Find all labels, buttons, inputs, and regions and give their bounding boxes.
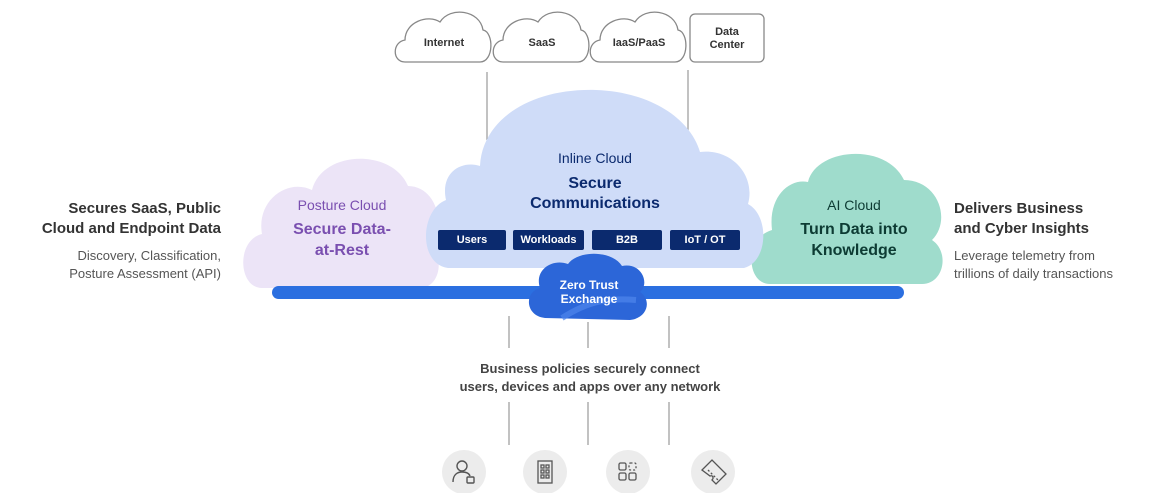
pill-iot-ot: IoT / OT bbox=[670, 230, 740, 250]
bottom-caption-line1: Business policies securely connect bbox=[480, 361, 700, 376]
internet-label: Internet bbox=[423, 37, 465, 49]
ai-cloud-shape bbox=[751, 153, 943, 284]
zero-trust-line1: Zero Trust bbox=[559, 278, 619, 292]
inline-cloud-title-line1: Secure bbox=[568, 175, 622, 192]
datacenter-box bbox=[689, 13, 765, 63]
ai-cloud-label: AI Cloud bbox=[827, 197, 881, 213]
inline-cloud-title-line2: Communications bbox=[530, 195, 660, 212]
posture-cloud-label: Posture Cloud bbox=[297, 197, 387, 213]
ai-cloud: AI Cloud Turn Data into Knowledge bbox=[772, 196, 936, 261]
posture-cloud-title-line2: at-Rest bbox=[314, 242, 370, 259]
zero-trust-exchange: Zero Trust Exchange bbox=[540, 278, 638, 306]
right-sub-line1: Leverage telemetry from bbox=[954, 248, 1095, 263]
datacenter-label-line2: Center bbox=[709, 39, 745, 51]
bottom-caption: Business policies securely connect users… bbox=[410, 360, 770, 396]
datacenter-label-line1: Data bbox=[715, 26, 739, 38]
inline-cloud-shape bbox=[426, 89, 764, 268]
right-title-line1: Delivers Business bbox=[954, 200, 1084, 217]
inline-cloud-label: Inline Cloud bbox=[558, 150, 632, 166]
pill-users: Users bbox=[438, 230, 506, 250]
building-icon-bg bbox=[523, 450, 567, 493]
internet-cloud-shape bbox=[394, 11, 492, 63]
iaas-label: IaaS/PaaS bbox=[612, 37, 666, 49]
right-title-line2: and Cyber Insights bbox=[954, 220, 1090, 237]
apps-grid-icon bbox=[618, 462, 637, 481]
left-description: Secures SaaS, Public Cloud and Endpoint … bbox=[0, 199, 221, 283]
building-icon bbox=[537, 460, 553, 484]
right-description: Delivers Business and Cyber Insights Lev… bbox=[954, 199, 1144, 283]
left-title-line2: Cloud and Endpoint Data bbox=[41, 220, 221, 237]
posture-cloud: Posture Cloud Secure Data- at-Rest bbox=[262, 196, 422, 261]
pill-workloads: Workloads bbox=[513, 230, 584, 250]
posture-cloud-shape bbox=[243, 158, 439, 288]
ticket-icon-bg bbox=[691, 450, 735, 493]
pill-iot-ot-label: IoT / OT bbox=[684, 234, 726, 246]
left-sub-line2: Posture Assessment (API) bbox=[69, 266, 221, 281]
ticket-icon bbox=[701, 459, 727, 485]
posture-cloud-title-line1: Secure Data- bbox=[293, 221, 391, 238]
zero-trust-cloud-shape bbox=[528, 253, 647, 320]
saas-label: SaaS bbox=[528, 37, 556, 49]
pill-b2b: B2B bbox=[592, 230, 662, 250]
pill-workloads-label: Workloads bbox=[520, 234, 577, 246]
zero-trust-line2: Exchange bbox=[560, 292, 618, 306]
inline-cloud: Inline Cloud Secure Communications bbox=[500, 149, 690, 214]
saas-cloud-shape bbox=[492, 11, 590, 63]
right-sub-line2: trillions of daily transactions bbox=[954, 266, 1113, 281]
ai-cloud-title-line1: Turn Data into bbox=[800, 221, 908, 238]
pill-b2b-label: B2B bbox=[615, 234, 638, 246]
datacenter-label: Data Center bbox=[690, 26, 764, 52]
apps-grid-icon-bg bbox=[606, 450, 650, 493]
iaas-cloud-shape bbox=[589, 11, 687, 63]
bottom-caption-line2: users, devices and apps over any network bbox=[459, 379, 721, 394]
user-icon bbox=[452, 460, 475, 484]
left-title-line1: Secures SaaS, Public bbox=[68, 200, 221, 217]
ai-cloud-title-line2: Knowledge bbox=[811, 242, 897, 259]
pill-users-label: Users bbox=[456, 234, 488, 246]
left-sub-line1: Discovery, Classification, bbox=[77, 248, 221, 263]
